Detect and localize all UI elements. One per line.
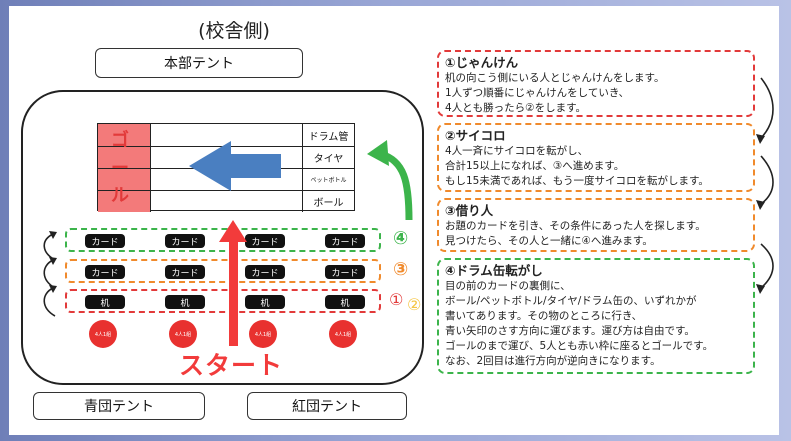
goal-cell (98, 147, 151, 168)
group-dot: 4人1組 (329, 320, 357, 348)
desk-chip: 机 (325, 295, 365, 309)
step-line: 合計15以上になれば、③へ進めます。 (445, 160, 625, 172)
lane-number-4: ④ (393, 228, 409, 249)
group-dot: 4人1組 (89, 320, 117, 348)
flow-arrow (760, 243, 774, 289)
desk-chip: 机 (85, 295, 125, 309)
card-chip: カード (165, 234, 205, 248)
step-arrow (43, 259, 56, 289)
card-chip: カード (245, 234, 285, 248)
flow-arrow (760, 77, 774, 139)
blue-direction-arrow (189, 141, 281, 191)
step-line: 1人ずつ順番にじゃんけんをしていき、 (445, 87, 630, 99)
main-tent: 本部テント (95, 48, 303, 78)
page-title: (校舎側) (198, 20, 270, 42)
goal-cell (98, 124, 151, 146)
card-chip: カード (245, 265, 285, 279)
step-heading: ①じゃんけん (445, 55, 519, 70)
desk-chip: 机 (245, 295, 285, 309)
step-heading: ②サイコロ (445, 128, 506, 143)
step-arrow-head (49, 231, 57, 239)
item-cell: ドラム管 (302, 124, 354, 146)
step-line: お題のカードを引き、その条件にあった人を探します。 (445, 220, 706, 232)
desk-chip: 机 (165, 295, 205, 309)
step-line: もし15未満であれば、もう一度サイコロを転がします。 (445, 175, 709, 187)
step-heading: ③借り人 (445, 203, 494, 218)
goal-cell (98, 169, 151, 190)
lane-desk: 机 机 机 机 (65, 289, 381, 313)
step-line: 4人一斉にサイコロを転がし、 (445, 145, 589, 157)
flow-arrow-head (756, 200, 765, 210)
item-cell: ボール (302, 191, 354, 212)
item-cell: タイヤ (302, 147, 354, 168)
step-card-1: ①じゃんけん 机の向こう側にいる人とじゃんけんをします。 1人ずつ順番にじゃんけ… (437, 50, 755, 117)
playing-field (21, 90, 424, 385)
slide: (校舎側) 本部テント ドラム管 タイヤ ペットボトル ボール ゴ ー ル カー… (9, 6, 779, 435)
step-line: 見つけたら、その人と一緒に④へ進みます。 (445, 235, 653, 247)
group-dot: 4人1組 (169, 320, 197, 348)
step-arrow-head (49, 257, 57, 265)
step-card-3: ③借り人 お題のカードを引き、その条件にあった人を探します。 見つけたら、その人… (437, 198, 755, 252)
red-tent: 紅団テント (247, 392, 407, 420)
card-chip: カード (325, 234, 365, 248)
card-chip: カード (165, 265, 205, 279)
lane-card-mid: カード カード カード カード (65, 259, 381, 283)
step-line: 目の前のカードの裏側に、 (445, 280, 571, 292)
item-cell: ペットボトル (302, 169, 354, 190)
step-arrow (43, 233, 56, 261)
step-line: ボール/ペットボトル/タイヤ/ドラム缶の、いずれかが (445, 295, 697, 307)
start-label: スタート (179, 351, 284, 380)
lane-number-3: ③ (393, 259, 409, 280)
goal-table: ドラム管 タイヤ ペットボトル ボール (97, 123, 355, 212)
card-chip: カード (85, 234, 125, 248)
step-arrow-head (49, 285, 57, 293)
table-row: ボール (98, 190, 354, 212)
arrows-layer (43, 77, 774, 346)
goal-cell (98, 191, 151, 212)
lane-number-2: ② (407, 295, 422, 314)
step-line: なお、2回目は進行方向が逆向きになります。 (445, 355, 661, 367)
card-chip: カード (325, 265, 365, 279)
step-heading: ④ドラム缶転がし (445, 263, 543, 278)
flow-arrow-head (756, 284, 765, 294)
step-line: 書いてあります。その物のところに行き、 (445, 310, 643, 322)
step-arrow (43, 287, 56, 317)
flow-arrow-head (756, 134, 765, 144)
flow-arrow (760, 155, 774, 205)
lane-number-1: ① (389, 290, 404, 309)
card-chip: カード (85, 265, 125, 279)
green-arrow-head (367, 140, 389, 166)
table-row: ドラム管 (98, 124, 354, 146)
step-card-4: ④ドラム缶転がし 目の前のカードの裏側に、 ボール/ペットボトル/タイヤ/ドラム… (437, 258, 755, 374)
group-dot: 4人1組 (249, 320, 277, 348)
step-card-2: ②サイコロ 4人一斉にサイコロを転がし、 合計15以上になれば、③へ進めます。 … (437, 123, 755, 192)
blue-tent: 青団テント (33, 392, 205, 420)
goal-char: ル (111, 185, 129, 206)
step-line: 青い矢印のさす方向に運びます。運び方は自由です。 (445, 325, 695, 337)
lane-card-top: カード カード カード カード (65, 228, 381, 252)
step-line: ゴールのまで運び、5人とも赤い枠に座るとゴールです。 (445, 340, 714, 352)
start-arrow-head (219, 220, 247, 242)
step-line: 4人とも勝ったら②をします。 (445, 102, 587, 114)
step-line: 机の向こう側にいる人とじゃんけんをします。 (445, 72, 665, 84)
goal-char: ー (111, 158, 129, 179)
goal-char: ゴ (111, 130, 129, 151)
start-arrow-shaft (229, 238, 238, 346)
